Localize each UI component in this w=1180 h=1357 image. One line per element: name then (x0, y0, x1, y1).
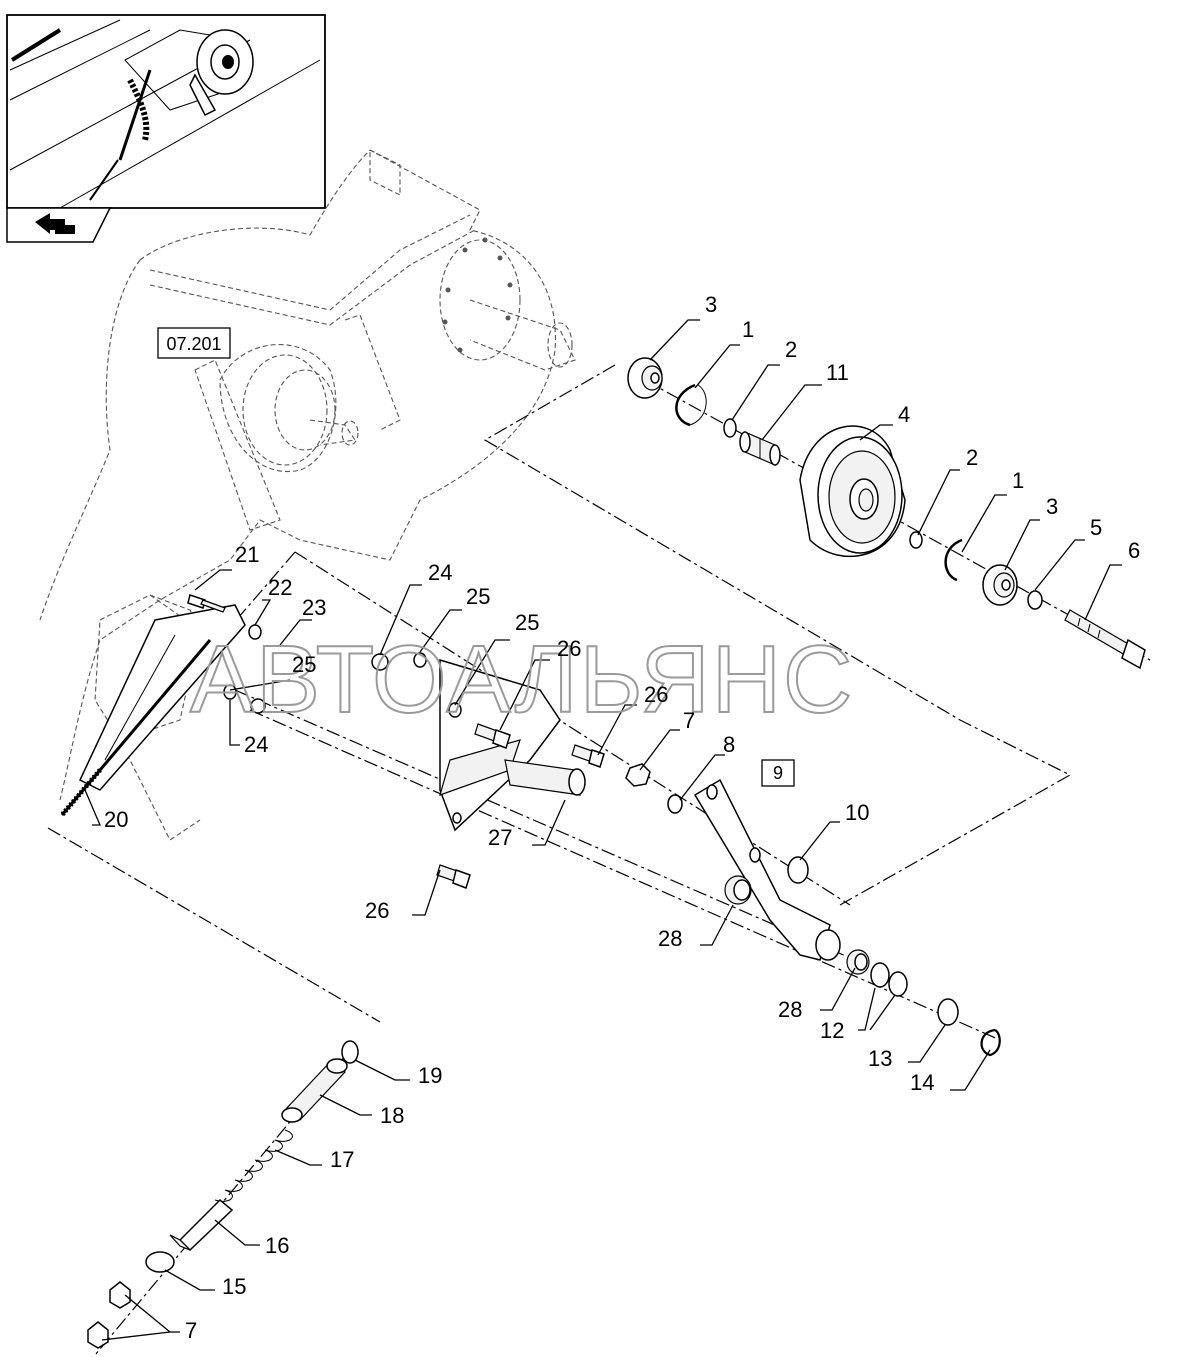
callout-22: 22 (268, 575, 292, 600)
bracket-part-16 (169, 1198, 234, 1252)
callout-12: 12 (820, 1018, 844, 1043)
washer-part-15 (145, 1251, 175, 1273)
bolt-part-26a (474, 723, 511, 749)
nut-part-7b (109, 1281, 131, 1309)
callout-26-top: 26 (557, 636, 581, 661)
callout-6: 6 (1128, 538, 1140, 563)
callout-26-middle: 26 (644, 682, 668, 707)
spring-assembly (47, 827, 381, 1356)
washer-part-19 (341, 1040, 359, 1064)
callout-14: 14 (910, 1070, 934, 1095)
circlip-part-14 (980, 1028, 1001, 1057)
leader-lines (84, 319, 1122, 1341)
callout-20: 20 (104, 807, 128, 832)
callout-25-left: 25 (292, 652, 316, 677)
callout-7-bottom: 7 (185, 1318, 197, 1343)
washer-part-25b (223, 684, 237, 700)
washer-part-12b (888, 971, 908, 997)
bolt-part-26c (436, 864, 471, 889)
callout-1-right: 1 (1012, 468, 1024, 493)
bolt-part-6 (1064, 609, 1146, 670)
callout-27: 27 (488, 825, 512, 850)
washer-part-8 (667, 794, 683, 814)
svg-text:07.201: 07.201 (166, 334, 221, 354)
callout-26-bottom: 26 (365, 898, 389, 923)
callout-13: 13 (868, 1046, 892, 1071)
callout-numbers: 3 1 2 11 4 2 1 3 5 6 21 22 23 24 25 25 2… (104, 292, 1140, 1343)
bushing-part-10 (787, 856, 809, 884)
bolt-part-26b (571, 744, 605, 768)
pulley-assembly (483, 357, 1151, 906)
spring-part-17 (214, 1129, 293, 1202)
callout-2-top: 2 (785, 337, 797, 362)
callout-3-right: 3 (1046, 494, 1058, 519)
nut-part-7c (87, 1321, 109, 1349)
callout-18: 18 (380, 1103, 404, 1128)
view-arrow-icon (6, 207, 112, 243)
callout-8: 8 (723, 732, 735, 757)
bushing-part-28b (846, 949, 870, 975)
callout-5: 5 (1090, 515, 1102, 540)
callout-7-middle: 7 (683, 708, 695, 733)
callout-17: 17 (330, 1147, 354, 1172)
inset-overview (6, 14, 326, 209)
spacer-part-11 (739, 431, 781, 466)
nut-part-7a (625, 763, 651, 787)
tension-arm-part-9 (693, 778, 841, 961)
sleeve-part-18 (281, 1058, 348, 1123)
callout-25-middle: 25 (515, 610, 539, 635)
callout-23: 23 (302, 595, 326, 620)
bushing-part-28a (724, 875, 752, 905)
bearing-part-3b (982, 564, 1018, 606)
callout-11: 11 (826, 360, 849, 385)
washer-part-25a (413, 652, 427, 668)
callout-2-right: 2 (966, 445, 978, 470)
callout-10: 10 (845, 800, 869, 825)
bolt-part-21 (187, 594, 226, 613)
washer-part-12a (870, 962, 890, 988)
callout-28-left: 28 (658, 926, 682, 951)
part-9-reference-box: 9 (761, 759, 795, 787)
section-reference-box: 07.201 (157, 327, 231, 359)
callout-1-top: 1 (742, 317, 754, 342)
callout-15: 15 (222, 1274, 246, 1299)
callout-28-right: 28 (778, 997, 802, 1022)
nut-part-24b (250, 698, 266, 714)
callout-24-top: 24 (428, 560, 452, 585)
tension-rod-part-20 (60, 639, 212, 817)
callout-16: 16 (265, 1233, 289, 1258)
circlip-part-1b (944, 538, 963, 582)
callout-24-left: 24 (244, 732, 268, 757)
circlip-part-1a (675, 383, 707, 427)
machine-frame-outline (39, 149, 576, 841)
svg-text:9: 9 (773, 763, 783, 783)
bearing-part-3a (627, 357, 663, 399)
bracket-assembly (60, 551, 1001, 1057)
washer-part-5 (1027, 590, 1043, 610)
washer-part-2b (909, 531, 923, 549)
idler-pulley-part-4 (799, 425, 906, 558)
washer-part-13 (937, 998, 959, 1026)
callout-3-top: 3 (705, 292, 717, 317)
callout-19: 19 (418, 1063, 442, 1088)
watermark: АВТОАЛЬЯНС (190, 626, 854, 733)
pin-part-27 (504, 759, 586, 796)
callout-4: 4 (898, 402, 910, 427)
washer-part-2a (723, 418, 737, 438)
callout-25-top: 25 (466, 584, 490, 609)
callout-21: 21 (235, 542, 259, 567)
